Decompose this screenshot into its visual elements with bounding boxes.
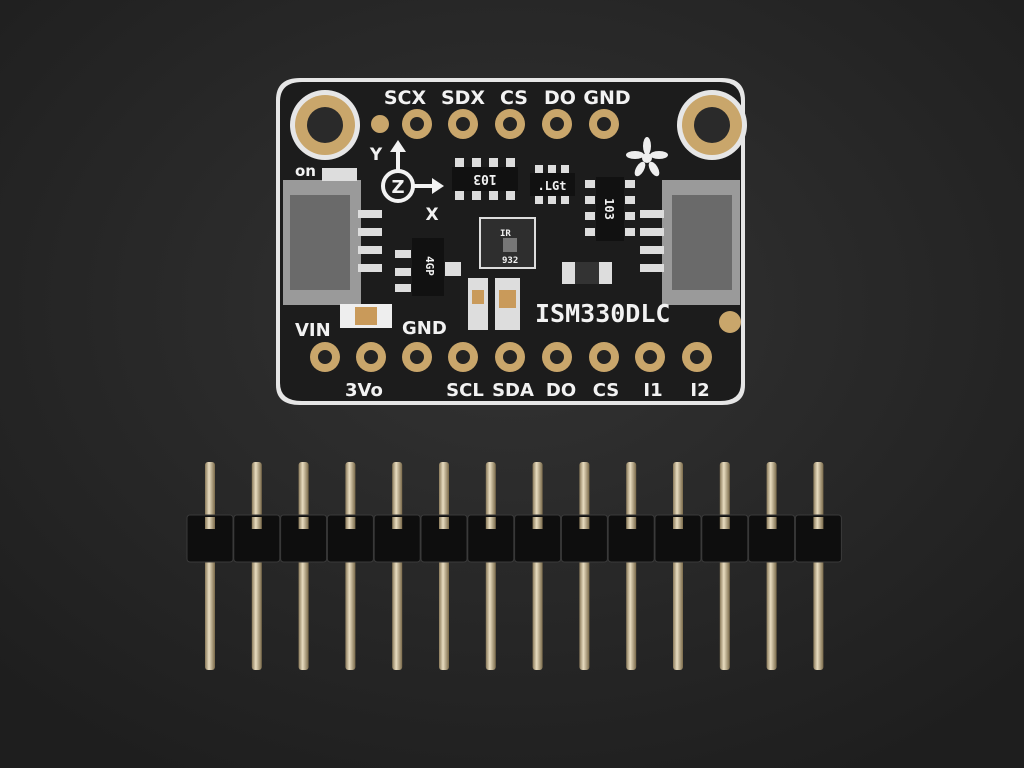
pin-label: CS [500,87,528,109]
header-housing [654,514,702,563]
header-pin [673,462,683,670]
header-pin-top [719,517,730,529]
header-pin [439,462,449,670]
header-pin [813,462,824,670]
header-pin-top [813,517,824,529]
3vo-label: 3Vo [345,380,383,401]
passive-components [322,168,612,330]
pin-label: GND [583,87,630,109]
header-pin-top [626,517,637,529]
pin-label: I2 [690,380,709,401]
pin-header-strip [186,462,842,670]
voltage-regulator: 4GP [395,238,461,296]
header-pin [392,462,403,670]
svg-text:Y: Y [369,145,383,165]
svg-text:103: 103 [473,171,496,186]
svg-text:.LGt: .LGt [538,179,567,193]
part-name-label: ISM330DLC [535,299,670,328]
header-pin-top [532,517,543,529]
header-pin-top [345,517,356,529]
header-pin-top [766,517,777,529]
stemma-connector-left [283,180,382,305]
header-housing [233,514,281,563]
svg-text:IR: IR [500,229,511,239]
header-housing [794,514,842,563]
header-housing [467,514,515,563]
pin-label: CS [593,380,620,401]
header-pin-top [673,517,683,529]
pin-label: SDX [441,87,485,109]
svg-text:X: X [425,205,438,225]
svg-text:103: 103 [602,198,616,220]
pin-label: DO [546,380,576,401]
header-pin-top [205,517,215,529]
header-housing [420,514,468,563]
header-pin [251,462,262,670]
header-pin-top [485,517,496,529]
adafruit-logo [626,137,668,177]
header-pin [205,462,215,670]
header-housing [373,514,421,563]
header-housing [514,514,562,563]
header-pin [485,462,496,670]
bottom-pin-labels: SCL SDA DO CS I1 I2 [446,380,709,401]
power-led-label: on [295,162,316,180]
header-housing [748,514,796,563]
header-housing [607,514,655,563]
header-pin [298,462,309,670]
header-pin [532,462,543,670]
header-housing [326,514,374,563]
axis-indicator: Z Y X [369,140,444,225]
header-pin-top [298,517,309,529]
header-pin-top [439,517,449,529]
pin-label: DO [544,87,576,109]
header-housing [560,514,608,563]
resistor-array-b: 103 [585,177,635,241]
mounting-hole [677,90,747,160]
pin-label: SCX [384,87,427,109]
svg-text:Z: Z [391,177,404,198]
ism330dlc-sensor-chip: IR 932 [479,217,536,269]
gnd-label: GND [402,318,447,339]
header-pin [345,462,356,670]
header-pin [719,462,730,670]
header-pin-top [392,517,403,529]
header-housing [280,514,328,563]
breakout-board: 103 .LGt 103 IR 932 4GP [276,78,747,405]
header-pin-top [251,517,262,529]
stemma-connector-right [640,180,740,305]
pin-label: I1 [643,380,662,401]
pin-label: SCL [446,380,484,401]
header-housing [186,514,234,563]
header-pin [766,462,777,670]
svg-text:4GP: 4GP [423,256,436,276]
svg-text:932: 932 [502,256,518,266]
header-housing [701,514,749,563]
transistor-chip: .LGt [530,165,575,204]
vin-label: VIN [295,320,331,341]
mounting-hole [290,90,360,160]
pin-label: SDA [492,380,534,401]
top-pin-labels: SCX SDX CS DO GND [384,87,631,109]
header-pin [626,462,637,670]
header-pin [579,462,590,670]
header-pin-top [579,517,590,529]
resistor-array-a: 103 [452,158,518,200]
